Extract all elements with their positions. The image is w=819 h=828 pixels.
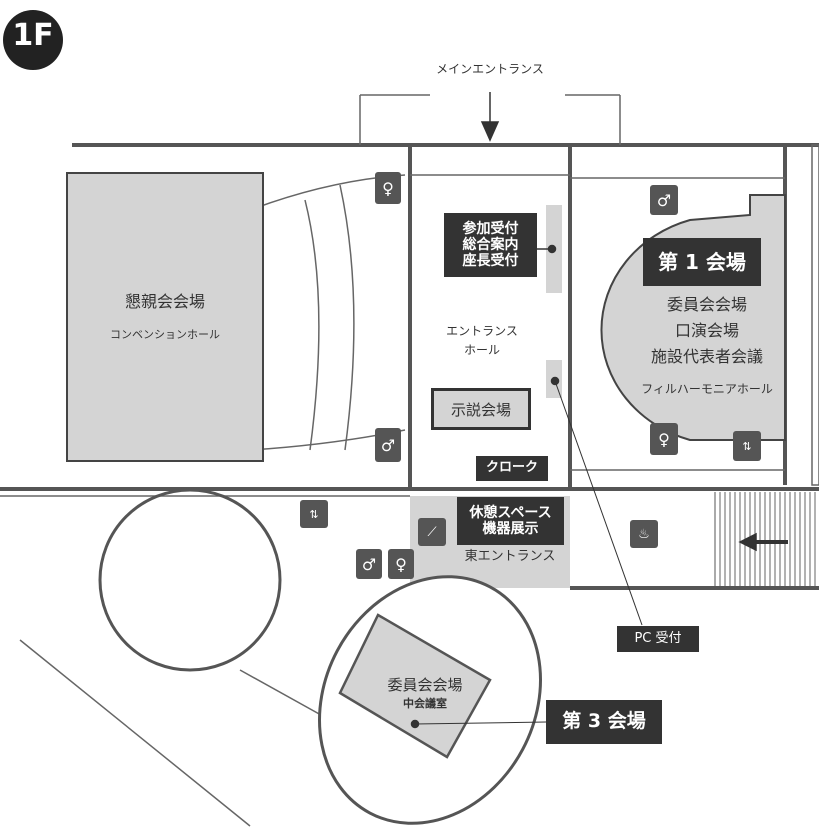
lounge-label: 休憩スペース 機器展示 [457,497,564,545]
restroom-female-icon: ♀ [388,549,414,579]
hall1-line2: 口演会場 [674,321,740,340]
pc-reception-label: PC 受付 [617,626,699,652]
escalator-icon: ⟋ [418,518,446,546]
hall1-line4: フィルハーモニアホール [641,382,773,396]
konshin-room-sub: コンベンションホール [110,328,220,341]
entrance-arrow-icon [480,121,500,142]
konshin-room-name: 懇親会会場 [124,292,206,311]
east-stairs [719,492,816,586]
restroom-female-icon: ♀ [650,423,678,455]
floor-badge [3,10,63,70]
elevator-icon: ⇅ [733,431,761,461]
cloak-label: クローク [476,456,548,481]
hall3-title: 第 3 会場 [546,700,662,744]
hall1-line3: 施設代表者会議 [650,347,764,366]
east-entrance-label: 東エントランス [464,549,556,564]
restroom-male-icon: ♂ [375,428,401,462]
east-arrow-icon [738,532,757,552]
entrance-hall-line2: ホール [463,343,501,357]
hall3-line1: 委員会会場 [387,676,463,694]
hall3-line2: 中会議室 [403,697,447,710]
left-round-building [98,488,282,672]
hall3-room [338,613,492,759]
reception-line1: 参加受付 [462,220,519,237]
entrance-hall-line1: エントランス [446,324,518,338]
poster-room: 示説会場 [431,388,531,430]
reception-line3: 座長受付 [462,253,519,270]
hall1-title: 第 1 会場 [643,238,761,286]
lounge-line2: 機器展示 [482,521,539,537]
hall1-area [600,194,786,441]
konshin-room [66,172,264,462]
hall1-line1: 委員会会場 [666,295,748,314]
elevator-icon: ⇅ [300,500,328,528]
smoking-icon: ♨ [630,520,658,548]
lounge-line1: 休憩スペース [469,504,552,521]
floor-label: 1F [12,18,54,53]
reception-line2: 総合案内 [462,236,519,253]
restroom-male-icon: ♂ [356,549,382,579]
main-entrance-label: メインエントランス [436,62,544,76]
restroom-male-icon: ♂ [650,185,678,215]
restroom-female-icon: ♀ [375,172,401,204]
reception-label: 参加受付 総合案内 座長受付 [444,213,537,277]
